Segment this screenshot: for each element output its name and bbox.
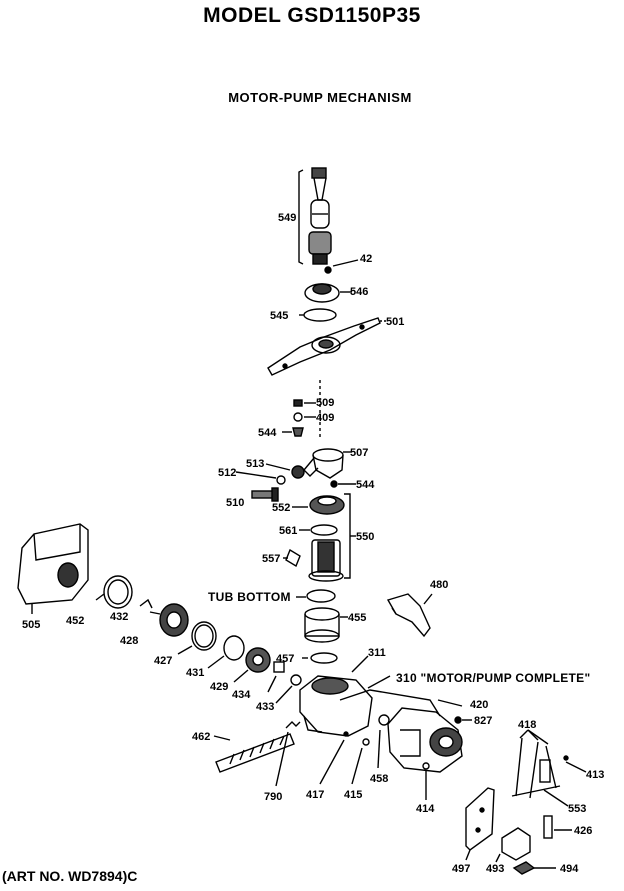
- label-550: 550: [356, 531, 374, 543]
- model-title: MODEL GSD1150P35: [203, 4, 421, 27]
- label-434: 434: [232, 689, 251, 701]
- part-pump-main-body: [299, 675, 441, 737]
- part-429-gear: [245, 647, 271, 673]
- label-549: 549: [278, 212, 296, 224]
- part-507-housing: [303, 448, 344, 479]
- part-509-screw: [293, 399, 303, 407]
- label-311: 311: [368, 647, 386, 659]
- label-501: 501: [386, 316, 404, 328]
- part-455-seal-housing: [304, 607, 340, 643]
- part-434-block: [273, 661, 285, 673]
- label-827: 827: [474, 715, 492, 727]
- part-544-clip: [330, 480, 338, 488]
- label-455: 455: [348, 612, 366, 624]
- label-420: 420: [470, 699, 488, 711]
- label-42: 42: [360, 253, 372, 265]
- label-561: 561: [279, 525, 297, 537]
- label-417: 417: [306, 789, 324, 801]
- part-431-ring: [223, 635, 245, 661]
- tub-bottom-gasket: [306, 589, 336, 603]
- label-497: 497: [452, 863, 470, 875]
- part-497-mounting-plate: [465, 787, 495, 851]
- part-546-cap: [304, 283, 340, 303]
- label-552: 552: [272, 502, 290, 514]
- part-415-washer: [362, 738, 370, 746]
- label-429: 429: [210, 681, 228, 693]
- part-549-shaft-assembly: [298, 167, 332, 265]
- part-310-motor: [387, 707, 463, 773]
- label-tub-bottom: TUB BOTTOM: [208, 590, 291, 604]
- part-414-screw: [422, 762, 430, 770]
- part-557-clip: [285, 548, 301, 568]
- part-418-bracket: [511, 737, 561, 799]
- label-557: 557: [262, 553, 280, 565]
- part-428-gear: [159, 603, 189, 637]
- label-505: 505: [22, 619, 40, 631]
- part-413-screw: [563, 755, 569, 761]
- label-544-bottom: 544: [356, 479, 375, 491]
- label-510: 510: [226, 497, 244, 509]
- part-pump-lower-body: [308, 539, 344, 582]
- label-431: 431: [186, 667, 204, 679]
- part-480-chute: [386, 593, 431, 638]
- part-513-gear: [291, 465, 305, 479]
- label-428: 428: [120, 635, 138, 647]
- part-462-worm-shaft: [215, 733, 295, 773]
- part-417-screw: [343, 731, 349, 737]
- part-458-nut: [378, 714, 390, 726]
- label-545: 545: [270, 310, 288, 322]
- part-452-clamp: [103, 575, 133, 609]
- label-790: 790: [264, 791, 282, 803]
- label-509: 509: [316, 397, 334, 409]
- part-505-sump: [17, 523, 89, 605]
- part-457-ring: [310, 652, 338, 664]
- part-494-cap: [512, 861, 536, 875]
- label-513: 513: [246, 458, 264, 470]
- label-494: 494: [560, 863, 579, 875]
- part-561-seal: [310, 524, 338, 536]
- label-544-top: 544: [258, 427, 277, 439]
- part-493-switch: [501, 827, 531, 861]
- part-552-impeller: [309, 495, 345, 515]
- label-493: 493: [486, 863, 504, 875]
- part-827-screw: [454, 716, 462, 724]
- part-544-nut: [292, 427, 304, 437]
- section-title: MOTOR-PUMP MECHANISM: [228, 90, 412, 105]
- label-426: 426: [574, 825, 592, 837]
- part-512-washer: [276, 475, 286, 485]
- label-507: 507: [350, 447, 368, 459]
- label-433: 433: [256, 701, 274, 713]
- part-409-washer: [293, 412, 303, 422]
- part-545-ring: [303, 308, 337, 322]
- label-457: 457: [276, 653, 294, 665]
- part-432-spring: [139, 598, 153, 609]
- label-458: 458: [370, 773, 388, 785]
- label-432: 432: [110, 611, 128, 623]
- part-790-spring: [285, 721, 301, 729]
- part-420-wire: [437, 699, 463, 707]
- part-426-pin: [543, 815, 553, 839]
- label-480: 480: [430, 579, 448, 591]
- label-motor-pump-complete: 310 "MOTOR/PUMP COMPLETE": [396, 671, 590, 685]
- part-433-nut: [290, 674, 302, 686]
- part-550-bracket: [344, 493, 351, 579]
- label-553: 553: [568, 803, 586, 815]
- label-409: 409: [316, 412, 334, 424]
- label-546: 546: [350, 286, 368, 298]
- label-452: 452: [66, 615, 84, 627]
- art-number: (ART NO. WD7894)C: [2, 868, 138, 884]
- part-42-washer: [324, 266, 332, 274]
- part-427-ring: [191, 621, 217, 651]
- label-462: 462: [192, 731, 210, 743]
- part-labels: 549 42 546 545 501 509 409 544 507 513 5…: [22, 212, 604, 875]
- label-512: 512: [218, 467, 236, 479]
- part-510-bolt: [251, 487, 279, 502]
- part-501-spray-arm: [267, 317, 381, 376]
- label-415: 415: [344, 789, 362, 801]
- label-413: 413: [586, 769, 604, 781]
- label-427: 427: [154, 655, 172, 667]
- label-418: 418: [518, 719, 536, 731]
- label-414: 414: [416, 803, 435, 815]
